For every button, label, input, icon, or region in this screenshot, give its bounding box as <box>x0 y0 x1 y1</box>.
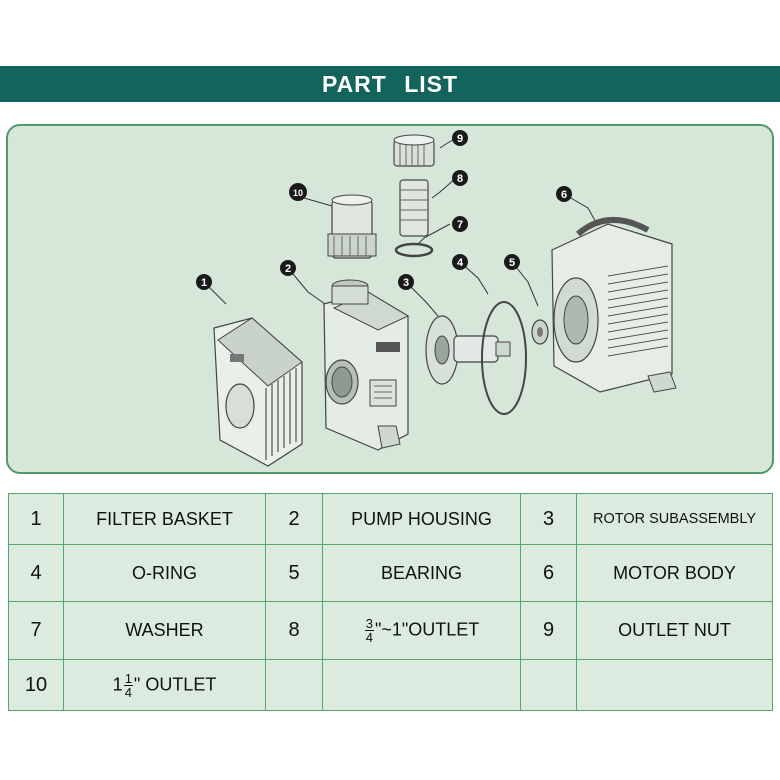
callout-10-label: 10 <box>293 188 303 198</box>
callout-1: 1 <box>196 274 212 290</box>
part-number: 7 <box>8 601 64 660</box>
table-row: 7 WASHER 8 3 4 "~1"OUTLET 9 OUTLET NUT <box>8 601 773 660</box>
outlet-nut-drawing <box>393 134 435 167</box>
callout-9: 9 <box>452 130 468 146</box>
table-row: 1 FILTER BASKET 2 PUMP HOUSING 3 ROTOR S… <box>8 493 773 545</box>
part-number: 4 <box>8 544 64 602</box>
exploded-diagram: 1 2 3 4 5 6 7 8 <box>196 130 677 467</box>
exploded-diagram-panel: 1 2 3 4 5 6 7 8 <box>6 124 774 474</box>
callout-6: 6 <box>556 186 572 202</box>
fraction: 1 4 <box>123 670 133 700</box>
callout-7-label: 7 <box>457 219 463 231</box>
callout-3-label: 3 <box>403 277 409 289</box>
part-number: 1 <box>8 493 64 545</box>
outlet-3-4-drawing <box>399 179 429 237</box>
page-title: PART LIST <box>321 70 459 97</box>
callout-3: 3 <box>398 274 414 290</box>
rotor-drawing <box>425 315 511 385</box>
part-number: 3 <box>520 493 577 545</box>
part-number: 6 <box>520 544 577 602</box>
callout-10: 10 <box>289 183 307 201</box>
part-name-rest: " OUTLET <box>133 673 217 694</box>
part-number: 10 <box>8 659 64 711</box>
outlet-1-1-4-drawing <box>327 194 377 259</box>
part-number: 2 <box>265 493 323 545</box>
table-row: 4 O-RING 5 BEARING 6 MOTOR BODY <box>8 544 773 602</box>
part-name: O-RING <box>63 544 266 602</box>
fraction-numerator: 3 <box>364 616 374 631</box>
part-name: MOTOR BODY <box>576 544 773 602</box>
callout-4-label: 4 <box>457 257 464 269</box>
fraction: 3 4 <box>364 616 374 645</box>
part-name: FILTER BASKET <box>63 493 266 545</box>
part-name: 3 4 "~1"OUTLET <box>322 601 521 660</box>
leader-lines <box>203 137 599 317</box>
part-name: ROTOR SUBASSEMBLY <box>576 493 773 545</box>
part-name: OUTLET NUT <box>576 601 773 660</box>
part-list-table: 1 FILTER BASKET 2 PUMP HOUSING 3 ROTOR S… <box>8 493 773 711</box>
callout-9-label: 9 <box>457 133 463 145</box>
callout-5: 5 <box>504 254 520 270</box>
callout-4: 4 <box>452 254 468 270</box>
callout-7: 7 <box>452 216 468 232</box>
part-name-lead: 1 <box>112 673 123 694</box>
filter-basket-drawing <box>213 317 303 467</box>
callout-2-label: 2 <box>285 263 291 275</box>
callout-8-label: 8 <box>457 173 463 185</box>
callout-5-label: 5 <box>509 257 515 269</box>
callout-2: 2 <box>280 260 296 276</box>
fraction-denominator: 4 <box>124 684 132 700</box>
empty-cell <box>265 659 323 711</box>
empty-cell <box>322 659 521 711</box>
part-number: 9 <box>520 601 577 660</box>
empty-cell <box>520 659 577 711</box>
part-name-rest: "~1"OUTLET <box>374 619 480 640</box>
motor-body-drawing <box>551 216 677 393</box>
callout-6-label: 6 <box>561 189 567 201</box>
pump-housing-drawing <box>323 279 410 451</box>
header-bar: PART LIST <box>0 66 780 102</box>
fraction-denominator: 4 <box>365 630 373 645</box>
empty-cell <box>576 659 773 711</box>
washer-drawing <box>394 242 434 258</box>
part-name: WASHER <box>63 601 266 660</box>
part-number: 5 <box>265 544 323 602</box>
part-name: 1 1 4 " OUTLET <box>63 659 266 711</box>
part-name: PUMP HOUSING <box>322 493 521 545</box>
table-row: 10 1 1 4 " OUTLET <box>8 659 773 711</box>
bearing-drawing <box>531 319 549 345</box>
part-name: BEARING <box>322 544 521 602</box>
o-ring-drawing <box>481 301 527 415</box>
callout-8: 8 <box>452 170 468 186</box>
callout-1-label: 1 <box>201 277 207 289</box>
part-number: 8 <box>265 601 323 660</box>
fraction-numerator: 1 <box>123 670 133 686</box>
